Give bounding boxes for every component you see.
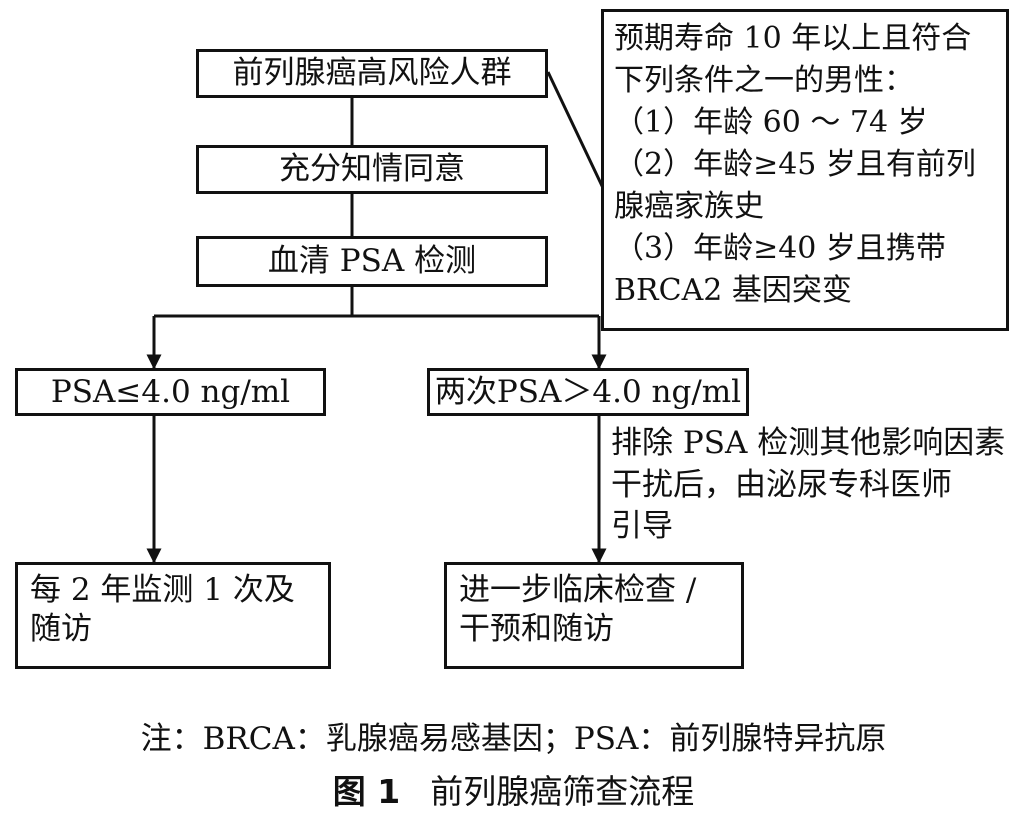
criteria-line-2: 下列条件之一的男性： bbox=[614, 63, 914, 98]
criteria-line-4: （2）年龄≥45 岁且有前列 bbox=[614, 147, 976, 182]
psa-low-label: PSA≤4.0 ng/ml bbox=[50, 373, 291, 410]
psa-high-label: 两次PSA＞4.0 ng/ml bbox=[434, 373, 742, 410]
referral-note: 排除 PSA 检测其他影响因素 干扰后，由泌尿专科医师 引导 bbox=[611, 423, 1005, 548]
footnote: 注：BRCA：乳腺癌易感基因；PSA：前列腺特异抗原 bbox=[140, 721, 887, 757]
callout-line-criteria bbox=[546, 71, 605, 189]
high-outcome-line-1: 进一步临床检查 / bbox=[459, 572, 697, 608]
psa-low-box: PSA≤4.0 ng/ml bbox=[15, 368, 326, 416]
referral-note-line-3: 引导 bbox=[611, 508, 673, 545]
criteria-line-7: BRCA2 基因突变 bbox=[614, 273, 852, 308]
informed-consent-label: 充分知情同意 bbox=[279, 151, 465, 188]
figure-number: 图 1 bbox=[332, 772, 401, 811]
high-outcome-box: 进一步临床检查 / 干预和随访 bbox=[444, 562, 744, 669]
informed-consent-box: 充分知情同意 bbox=[196, 145, 548, 194]
low-outcome-line-1: 每 2 年监测 1 次及 bbox=[30, 572, 295, 608]
high-risk-population-label: 前列腺癌高风险人群 bbox=[232, 55, 512, 92]
low-outcome-line-2: 随访 bbox=[30, 610, 92, 647]
criteria-line-5: 腺癌家族史 bbox=[614, 189, 764, 224]
high-outcome-line-2: 干预和随访 bbox=[459, 610, 614, 647]
psa-test-label: 血清 PSA 检测 bbox=[267, 243, 477, 280]
eligibility-criteria-box: 预期寿命 10 年以上且符合 下列条件之一的男性： （1）年龄 60 ～ 74 … bbox=[601, 9, 1009, 331]
low-outcome-box: 每 2 年监测 1 次及 随访 bbox=[15, 562, 331, 669]
psa-high-box: 两次PSA＞4.0 ng/ml bbox=[427, 368, 749, 416]
figure-caption: 图 1 前列腺癌筛查流程 bbox=[0, 765, 1027, 813]
criteria-line-1: 预期寿命 10 年以上且符合 bbox=[614, 21, 972, 56]
figure-title: 前列腺癌筛查流程 bbox=[430, 772, 695, 811]
high-risk-population-box: 前列腺癌高风险人群 bbox=[196, 49, 548, 98]
referral-note-line-1: 排除 PSA 检测其他影响因素 bbox=[611, 425, 1006, 461]
referral-note-line-2: 干扰后，由泌尿专科医师 bbox=[611, 466, 952, 503]
criteria-line-6: （3）年龄≥40 岁且携带 bbox=[614, 231, 946, 266]
psa-test-box: 血清 PSA 检测 bbox=[196, 236, 548, 287]
criteria-line-3: （1）年龄 60 ～ 74 岁 bbox=[614, 105, 928, 140]
